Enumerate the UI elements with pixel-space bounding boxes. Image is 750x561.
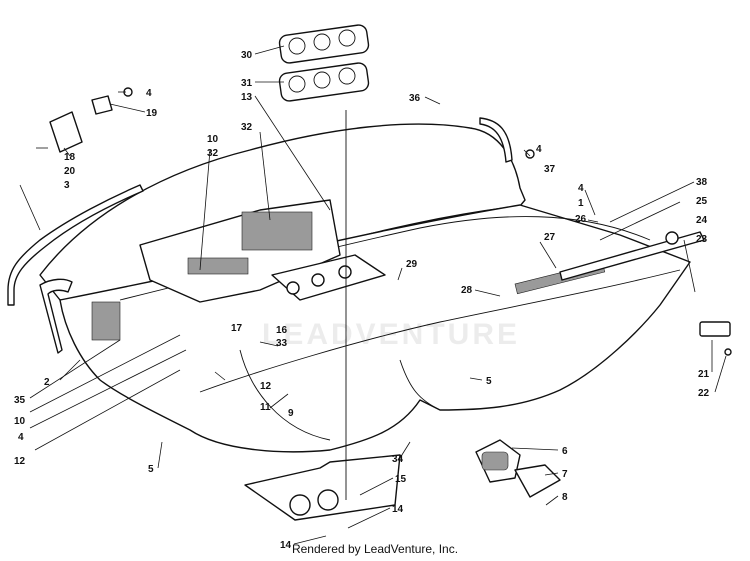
- hinge-strap: [479, 117, 513, 163]
- callout-24: 24: [696, 215, 708, 226]
- side-rail: [559, 231, 705, 281]
- gauge-hole: [338, 265, 352, 279]
- callout-11: 11: [260, 402, 271, 413]
- callout-20: 20: [64, 166, 76, 177]
- callout-34: 34: [392, 454, 404, 465]
- bumper: [39, 278, 73, 354]
- callout-29: 29: [406, 259, 418, 270]
- callout-8: 8: [562, 492, 568, 503]
- gauge-hole: [286, 281, 300, 295]
- callout-3: 3: [64, 180, 70, 191]
- trim-strip: [7, 184, 144, 306]
- callout-4: 4: [18, 432, 24, 443]
- callout-14: 14: [392, 504, 404, 515]
- footer-credit: Rendered by LeadVenture, Inc.: [291, 542, 459, 556]
- callout-27: 27: [544, 232, 556, 243]
- callout-23: 23: [696, 234, 708, 245]
- callout-32: 32: [241, 122, 253, 133]
- headlight-assembly: [475, 439, 561, 498]
- callout-4: 4: [146, 88, 152, 99]
- callout-35: 35: [14, 395, 26, 406]
- callout-31: 31: [241, 78, 253, 89]
- callout-7: 7: [562, 469, 568, 480]
- gauge-hole: [311, 273, 325, 287]
- callout-1: 1: [578, 198, 584, 209]
- callout-25: 25: [696, 196, 708, 207]
- instrument-panel: [241, 211, 313, 251]
- callout-5: 5: [148, 464, 154, 475]
- callout-15: 15: [395, 474, 407, 485]
- callout-17: 17: [231, 323, 243, 334]
- callout-13: 13: [241, 92, 253, 103]
- callout-12: 12: [14, 456, 26, 467]
- callout-36: 36: [409, 93, 421, 104]
- callout-33: 33: [276, 338, 288, 349]
- callout-6: 6: [562, 446, 568, 457]
- callout-10: 10: [207, 134, 219, 145]
- grommet: [665, 231, 679, 245]
- callout-37: 37: [544, 164, 556, 175]
- callout-38: 38: [696, 177, 708, 188]
- callout-19: 19: [146, 108, 158, 119]
- callout-32: 32: [207, 148, 219, 159]
- reflector: [699, 321, 731, 337]
- callout-26: 26: [575, 214, 587, 225]
- callout-4: 4: [578, 183, 584, 194]
- callout-labels: 30 31 13 36 4 19 18 20 3 10 32 32 4 37 3…: [14, 50, 710, 551]
- callout-21: 21: [698, 369, 710, 380]
- callout-4: 4: [536, 144, 542, 155]
- callout-2: 2: [44, 377, 50, 388]
- callout-14: 14: [280, 540, 292, 551]
- hood-assembly: [39, 123, 691, 453]
- switch-panel: [187, 257, 249, 275]
- callout-9: 9: [288, 408, 294, 419]
- callout-28: 28: [461, 285, 473, 296]
- gauge-gaskets: [278, 24, 370, 102]
- callout-30: 30: [241, 50, 253, 61]
- side-vent: [91, 301, 121, 341]
- base-plate: [244, 454, 401, 521]
- callout-5: 5: [486, 376, 492, 387]
- callout-12: 12: [260, 381, 272, 392]
- leader-lines: [19, 45, 727, 545]
- light-bracket: [49, 87, 133, 153]
- callout-22: 22: [698, 388, 710, 399]
- callout-16: 16: [276, 325, 288, 336]
- callout-18: 18: [64, 152, 76, 163]
- watermark: LEADVENTURE: [262, 318, 521, 351]
- callout-10: 10: [14, 416, 26, 427]
